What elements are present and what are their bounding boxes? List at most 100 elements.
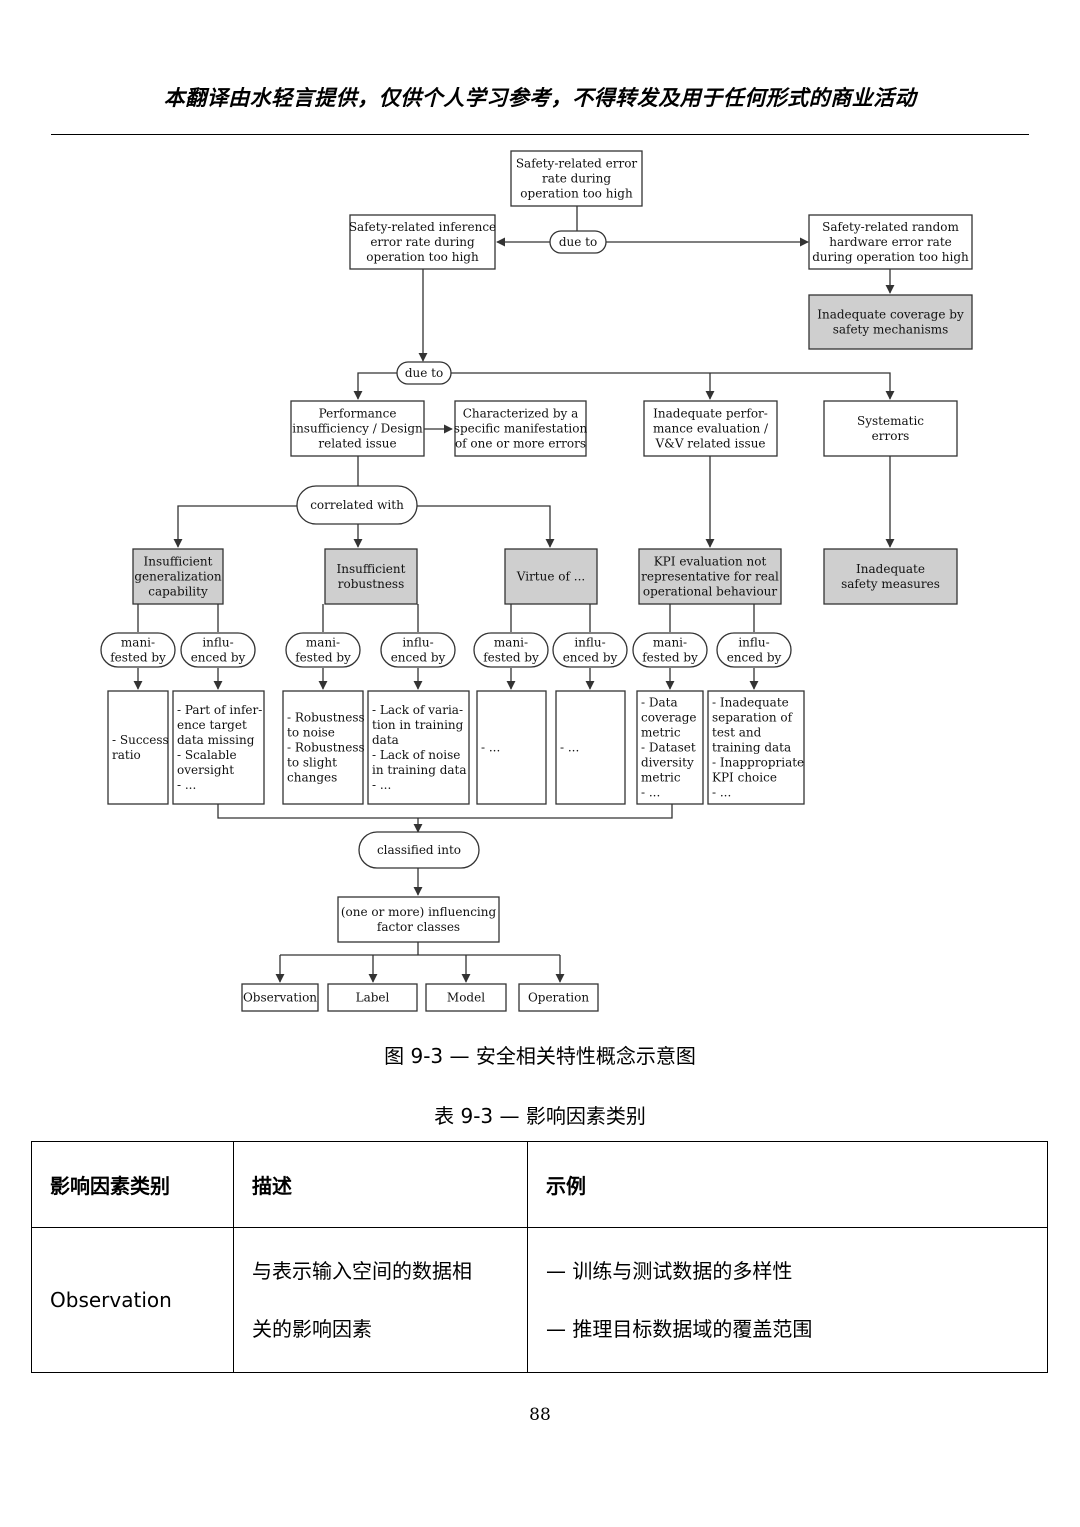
table-caption: 表 9-3 — 影响因素类别 [434, 1104, 646, 1128]
label-classified-into-frame [358, 831, 480, 869]
arrow-to-generalization [173, 505, 297, 548]
class-label-frame [327, 983, 418, 1012]
cell-examples: — 训练与测试数据的多样性 — 推理目标数据域的覆盖范围 [527, 1227, 1048, 1373]
diagram-text: - Dataset [641, 741, 696, 755]
label-classified-into: classified into [358, 831, 480, 869]
leaf-lack-of-variation-frame [367, 690, 470, 805]
class-operation-frame [518, 983, 599, 1012]
diagram-text: due to [405, 366, 443, 380]
diagram-text: generalization [134, 570, 222, 584]
diagram-text: enced by [191, 651, 246, 665]
diagram-text: KPI choice [712, 771, 777, 785]
diagram-text: safety measures [841, 577, 940, 591]
diagram-text: representative for real [641, 570, 779, 584]
diagram-text: Virtue of ... [516, 570, 585, 584]
diagram-text: - Inappropriate [712, 756, 804, 770]
leaf-virtue-influenced-frame [555, 690, 626, 805]
box-kpi-evaluation-frame [638, 548, 782, 605]
diagram-text: errors [872, 429, 910, 443]
box-characterized-frame [454, 400, 587, 457]
diagram-text: capability [148, 585, 208, 599]
diagram-text: Inadequate [856, 562, 925, 576]
label-due-to-2: due to [396, 361, 452, 385]
diagram-text: of one or more errors [455, 437, 586, 451]
leaf-virtue-manifested: - ... [476, 690, 547, 805]
leaf-success-ratio-frame [107, 690, 169, 805]
header-rule [51, 134, 1029, 135]
diagram-text: Safety-related random [822, 220, 959, 234]
diagram-text: (one or more) influencing [341, 905, 497, 919]
label-manifested-by-1-frame [100, 632, 176, 668]
diagram-text: Inadequate coverage by [817, 308, 964, 322]
label-manifested-by-1: mani-fested by [100, 632, 176, 668]
diagram-text: - ... [712, 786, 731, 800]
diagram-text: metric [641, 726, 681, 740]
diagram-text: fested by [295, 651, 351, 665]
diagram-text: - ... [177, 778, 196, 792]
diagram-text: ence target [177, 718, 247, 732]
diagram-text: fested by [642, 651, 698, 665]
label-influenced-by-2: influ-enced by [380, 632, 456, 668]
diagram-text: due to [559, 235, 597, 249]
box-error-rate-frame [510, 150, 643, 207]
diagram-text: - Lack of varia- [372, 703, 463, 717]
diagram-text: metric [641, 771, 681, 785]
label-correlated-with: correlated with [296, 485, 418, 525]
box-virtue-of: Virtue of ... [504, 548, 598, 605]
label-influenced-by-1: influ-enced by [180, 632, 256, 668]
diagram-text: Inadequate perfor- [653, 407, 768, 421]
label-influenced-by-4: influ-enced by [716, 632, 792, 668]
header-description: 描述 [233, 1141, 528, 1228]
diagram-text: influ- [402, 636, 433, 650]
class-observation-frame [241, 983, 319, 1012]
diagram-text: mani- [306, 636, 340, 650]
diagram-text: KPI evaluation not [654, 555, 767, 569]
label-manifested-by-4-frame [632, 632, 708, 668]
diagram-text: Insufficient [337, 562, 406, 576]
label-influenced-by-4-frame [716, 632, 792, 668]
label-manifested-by-3: mani-fested by [473, 632, 549, 668]
class-model: Model [425, 983, 507, 1012]
diagram-text: mani- [121, 636, 155, 650]
diagram-text: mani- [494, 636, 528, 650]
diagram-text: in training data [372, 763, 467, 777]
label-due-to-2-frame [396, 361, 452, 385]
diagram-text: safety mechanisms [833, 323, 949, 337]
box-inadequate-coverage-frame [808, 294, 973, 350]
diagram-text: mance evaluation / [653, 422, 769, 436]
box-random-hardware-frame [808, 214, 973, 270]
diagram-text: fested by [110, 651, 166, 665]
diagram-text: Safety-related error [516, 157, 638, 171]
figure-caption: 图 9-3 — 安全相关特性概念示意图 [384, 1044, 696, 1068]
page-number: 88 [529, 1405, 551, 1425]
diagram-text: Operation [528, 991, 589, 1005]
diagram-text: oversight [177, 763, 234, 777]
connector-leaves-bottom [217, 804, 673, 819]
leaf-data-coverage-frame [636, 690, 704, 805]
box-performance-insufficiency-frame [290, 400, 425, 457]
diagram-text: - Success [112, 733, 169, 747]
header-category: 影响因素类别 [31, 1141, 234, 1228]
diagram-text: tion in training [372, 718, 464, 732]
diagram-text: Label [356, 991, 390, 1005]
diagram-text: separation of [712, 711, 794, 725]
class-observation: Observation [241, 983, 319, 1012]
diagram-text: related issue [318, 437, 396, 451]
table-header-row: 影响因素类别 描述 示例 [31, 1141, 1048, 1228]
label-correlated-with-frame [296, 485, 418, 525]
diagram-text: to slight [287, 756, 337, 770]
diagram-text: Systematic [857, 414, 924, 428]
